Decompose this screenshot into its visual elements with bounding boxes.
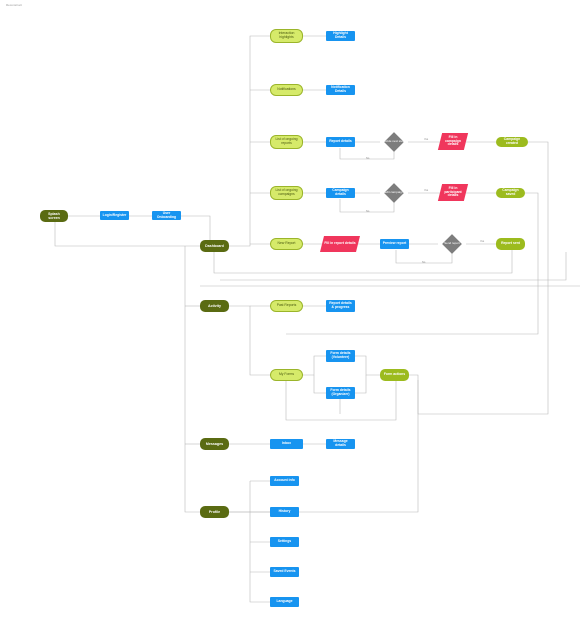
label-yes-send: Yes	[480, 240, 485, 243]
node-report-decision[interactable]: Decide next steps	[380, 134, 408, 150]
edge-activity-spine	[229, 305, 270, 376]
edge-volunteer-actions	[355, 355, 380, 376]
node-notification-details[interactable]: Notification Details	[326, 85, 355, 95]
edge-loop-2	[220, 252, 567, 281]
edge-myforms-split	[303, 355, 326, 376]
edge-dashboard-trunk	[184, 246, 200, 513]
node-my-forms[interactable]: My Forms	[270, 369, 303, 381]
edge-onboarding-dashboard	[181, 215, 211, 240]
node-splash[interactable]: Splash screen	[40, 210, 68, 222]
node-send-decision[interactable]: Send report	[438, 236, 466, 252]
node-profile[interactable]: Profile	[200, 506, 229, 518]
edge-splash-dashboard	[54, 222, 200, 247]
node-settings[interactable]: Settings	[270, 537, 299, 547]
node-preview-report[interactable]: Preview report	[380, 239, 409, 249]
node-campaign-decision[interactable]: Edit campaign	[380, 185, 408, 201]
edge-organizer-actions	[355, 375, 367, 394]
node-message-details[interactable]: Message details	[326, 439, 355, 449]
node-report-details[interactable]: Report details	[326, 137, 355, 147]
node-inbox[interactable]: Inbox	[270, 439, 303, 449]
node-form-details-organizer[interactable]: Form details (Organizer)	[326, 387, 355, 399]
node-highlight-details[interactable]: Highlight Details	[326, 31, 355, 41]
node-report-details-progress[interactable]: Report details & progress	[326, 300, 355, 312]
edge-profile-spine	[229, 511, 270, 603]
node-list-reports[interactable]: List of ongoing reports	[270, 135, 303, 149]
label-no-send: No	[422, 261, 426, 264]
label-no-reports: No	[366, 157, 370, 160]
edge-decision-no-loop	[339, 148, 395, 160]
node-activity[interactable]: Activity	[200, 300, 229, 312]
edge-myforms-split-2	[313, 375, 326, 394]
node-notifications[interactable]: Notifications	[270, 84, 303, 96]
node-history[interactable]: History	[270, 507, 299, 517]
edge-saved-loop	[286, 192, 539, 335]
node-messages[interactable]: Messages	[200, 438, 229, 450]
node-report-sent[interactable]: Report sent	[496, 238, 525, 250]
edge-sent-loop-1	[213, 250, 513, 274]
label-yes-campaigns: Yes	[424, 189, 429, 192]
node-fill-campaign[interactable]: Fill in campaign details	[440, 133, 466, 150]
edge-actions-back	[229, 374, 419, 513]
node-language[interactable]: Language	[270, 597, 299, 607]
label-no-campaigns: No	[366, 210, 370, 213]
page-label: Reconstruct	[6, 3, 23, 7]
edge-send-no-loop	[395, 250, 453, 264]
node-campaign-saved[interactable]: Campaign saved	[496, 188, 525, 198]
node-saved-events[interactable]: Saved Events	[270, 567, 299, 577]
node-past-reports[interactable]: Past Reports	[270, 300, 303, 312]
node-fill-participant[interactable]: Fill in participant details	[440, 184, 466, 201]
node-form-actions[interactable]: Form actions	[380, 369, 409, 381]
node-interaction-highlights[interactable]: Interaction highlights	[270, 29, 303, 43]
node-fill-report[interactable]: Fill in report details	[322, 236, 358, 252]
node-new-report[interactable]: New Report	[270, 238, 303, 250]
node-login[interactable]: Login/Register	[100, 211, 129, 220]
node-dashboard[interactable]: Dashboard	[200, 240, 229, 252]
label-yes-reports: Yes	[424, 138, 429, 141]
node-campaign-details[interactable]: Campaign details	[326, 188, 355, 198]
node-list-campaigns[interactable]: List of ongoing campaigns	[270, 186, 303, 200]
edge-created-loop	[417, 141, 549, 415]
edge-dashboard-spine	[229, 35, 270, 247]
node-campaign-created[interactable]: Campaign created	[496, 137, 528, 147]
node-onboarding[interactable]: User Onboarding	[152, 211, 181, 220]
edge-cdecision-no-loop	[339, 199, 395, 213]
node-form-details-volunteer[interactable]: Form details (Volunteer)	[326, 350, 355, 362]
node-account-info[interactable]: Account info	[270, 476, 299, 486]
edge-actions-loop	[285, 381, 397, 421]
